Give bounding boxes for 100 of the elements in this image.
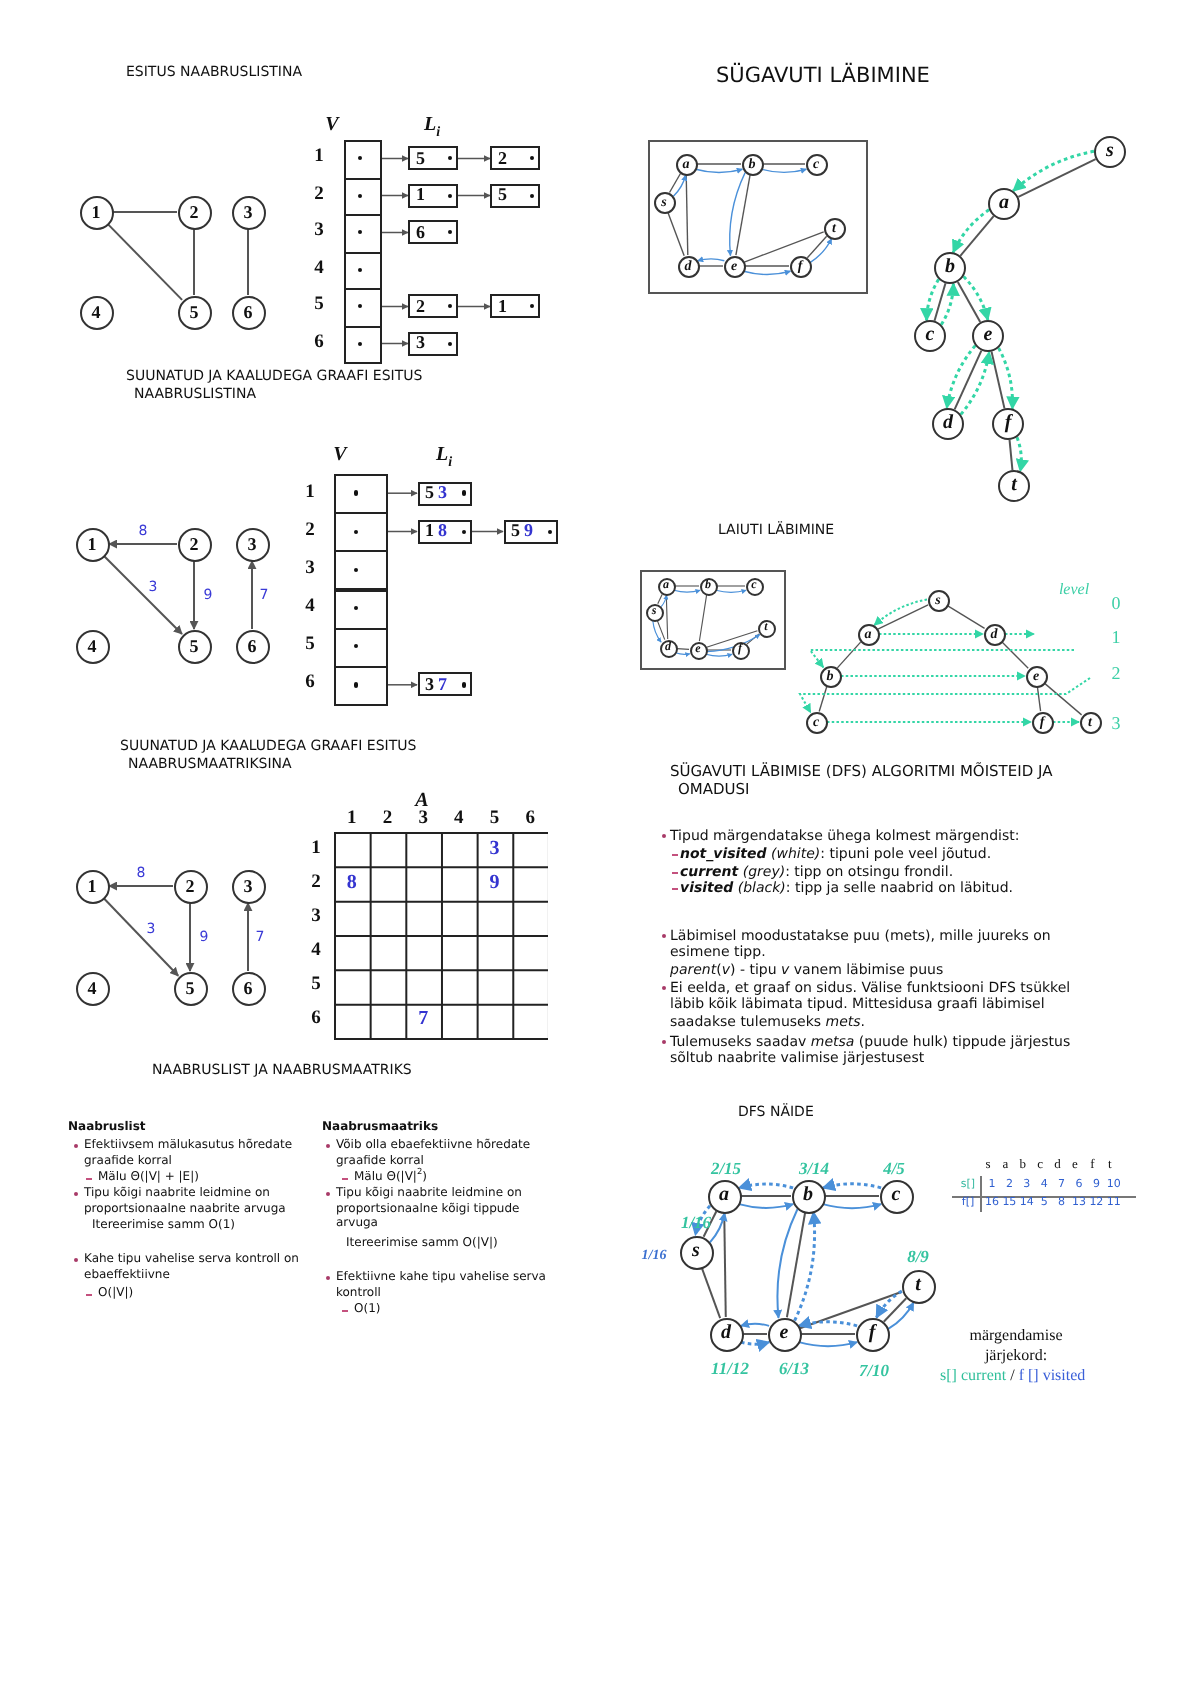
vertex-label: f bbox=[1004, 414, 1012, 434]
vertex-label: f bbox=[868, 1324, 876, 1344]
list-node-box bbox=[408, 183, 458, 208]
vertex-circle bbox=[173, 869, 207, 903]
vertex-circle bbox=[805, 153, 827, 175]
vertex-circle bbox=[173, 971, 207, 1005]
vertex-circle bbox=[75, 869, 109, 903]
vertex-label: d bbox=[721, 1324, 731, 1344]
row-number: 1 bbox=[305, 483, 315, 503]
row-number: 5 bbox=[311, 977, 321, 996]
matrix-value: 7 bbox=[418, 1010, 429, 1031]
edge-line bbox=[706, 649, 732, 651]
level-heading: level bbox=[1058, 582, 1090, 598]
edge-line bbox=[1017, 158, 1097, 198]
vertex-label: 4 bbox=[87, 637, 97, 655]
edge-line bbox=[799, 1290, 903, 1330]
dotted-arrow bbox=[997, 347, 1020, 410]
arrow bbox=[243, 902, 253, 972]
vertex-circle bbox=[677, 255, 699, 277]
vertex-label: 6 bbox=[243, 979, 253, 997]
vertex-circle bbox=[645, 603, 663, 621]
arrow bbox=[102, 897, 180, 977]
vertex-number: 1 bbox=[498, 297, 507, 316]
column-number: 2 bbox=[382, 810, 393, 830]
arrow bbox=[705, 653, 733, 658]
arrow bbox=[706, 634, 761, 653]
dotted-arrow bbox=[827, 717, 1032, 727]
edge-line bbox=[698, 594, 708, 642]
edge-line bbox=[1008, 438, 1014, 472]
arrow bbox=[387, 681, 418, 689]
vertex-label: e bbox=[983, 326, 993, 346]
vertex-label: 2 bbox=[189, 535, 199, 553]
arrow bbox=[675, 652, 691, 658]
vertex-circle bbox=[992, 408, 1024, 440]
row-number: 4 bbox=[305, 598, 315, 618]
timestamp-label: 3/14 bbox=[798, 1159, 830, 1177]
edge-line bbox=[1036, 686, 1042, 712]
vertex-circle bbox=[177, 629, 211, 663]
row-number: 3 bbox=[311, 908, 321, 928]
arrow bbox=[189, 560, 199, 630]
dotted-arrow bbox=[740, 1338, 771, 1352]
vertex-circle bbox=[934, 252, 966, 284]
edge-line bbox=[743, 231, 825, 263]
arrow bbox=[652, 620, 662, 643]
arrow bbox=[380, 303, 409, 310]
level-number: 2 bbox=[1111, 665, 1121, 683]
vertex-circle bbox=[805, 711, 827, 733]
edge-line bbox=[956, 280, 982, 324]
vertex-circle bbox=[1094, 136, 1126, 168]
dotted-arrow bbox=[798, 677, 1091, 714]
arrow bbox=[821, 1201, 883, 1211]
vertex-circle bbox=[79, 295, 113, 329]
vertex-circle bbox=[1079, 711, 1101, 733]
vertex-circle bbox=[177, 295, 211, 329]
vertex-circle bbox=[723, 255, 745, 277]
vertex-label: 5 bbox=[189, 637, 199, 655]
vertex-circle bbox=[675, 153, 697, 175]
vertex-circle bbox=[653, 191, 675, 213]
vertex-circle bbox=[914, 320, 946, 352]
dotted-arrow bbox=[920, 278, 940, 322]
list-node-box bbox=[408, 331, 458, 356]
edge-line bbox=[744, 265, 790, 267]
graph-frame bbox=[648, 140, 868, 294]
dotted-arrow bbox=[959, 350, 994, 416]
arrow bbox=[797, 1339, 859, 1349]
edge-line bbox=[990, 350, 1006, 410]
vertex-number: 2 bbox=[498, 149, 507, 168]
column-heading: V bbox=[333, 446, 347, 466]
row-number: 5 bbox=[314, 297, 324, 316]
vertex-number: 5 bbox=[511, 522, 520, 541]
edge-line bbox=[716, 585, 746, 587]
arrow bbox=[737, 1201, 795, 1211]
edge-line bbox=[877, 604, 929, 630]
arrow bbox=[715, 589, 747, 594]
vertex-label: 5 bbox=[185, 979, 195, 997]
arrow bbox=[809, 238, 833, 263]
edge-line bbox=[676, 648, 690, 650]
row-number: 6 bbox=[311, 1011, 321, 1031]
dotted-arrow bbox=[841, 671, 1026, 681]
vertex-number: 1 bbox=[416, 186, 425, 205]
arrow bbox=[673, 589, 701, 594]
column-number: 5 bbox=[489, 810, 500, 830]
edge-line bbox=[698, 265, 724, 267]
edge-line bbox=[953, 349, 983, 411]
vertex-label: a bbox=[719, 1186, 729, 1206]
edge-line bbox=[746, 633, 760, 645]
vertex-circle bbox=[745, 577, 763, 595]
dotted-arrow bbox=[821, 1178, 882, 1192]
vertex-circle bbox=[75, 629, 109, 663]
weight-number: 7 bbox=[438, 675, 447, 694]
row-number: 4 bbox=[314, 260, 324, 279]
column-heading: L$_{i}$ bbox=[423, 116, 441, 136]
arrow bbox=[108, 539, 178, 549]
vertex-circle bbox=[177, 195, 211, 229]
vertex-circle bbox=[983, 623, 1005, 645]
vertex-label: e bbox=[779, 1324, 789, 1344]
dotted-arrow bbox=[1012, 149, 1095, 193]
edge-line bbox=[193, 228, 195, 296]
vertex-circle bbox=[972, 320, 1004, 352]
arrow bbox=[380, 192, 409, 199]
